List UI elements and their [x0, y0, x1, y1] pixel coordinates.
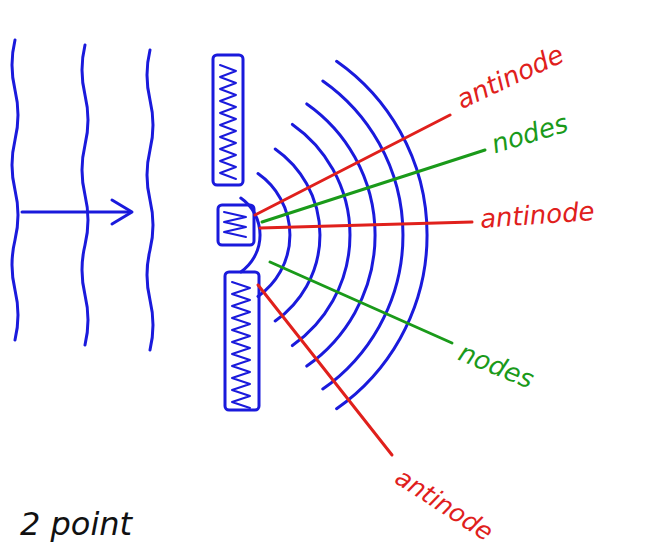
barrier [218, 205, 254, 245]
wave-arc [275, 149, 320, 321]
wave-arc [337, 61, 427, 408]
barrier-hatch [224, 212, 246, 237]
diffracted-wave [241, 61, 427, 408]
node-line [270, 262, 452, 343]
wave-front [82, 45, 88, 345]
nodes-label: nodes [455, 339, 537, 392]
antinode-label: antinode [479, 198, 595, 232]
barrier [225, 272, 259, 410]
wave-front [12, 40, 18, 340]
antinode-line [255, 115, 450, 215]
wave-arc [307, 104, 375, 366]
antinode-line [258, 285, 392, 455]
wave-arc [258, 174, 290, 297]
antinode-label: antinode [391, 464, 497, 545]
barrier-hatch [220, 65, 236, 179]
arrow-head [112, 200, 132, 224]
note-text: 2 point [20, 508, 132, 540]
wave-front [147, 50, 153, 350]
barrier [213, 55, 243, 185]
direction-arrow [22, 211, 130, 214]
wave-arc [323, 81, 403, 389]
antinode-label: antinode [453, 41, 568, 113]
barrier-hatch [232, 282, 250, 408]
node-line [262, 150, 485, 222]
wave-arc [241, 198, 260, 272]
wave-arc [292, 124, 350, 345]
nodes-label: nodes [488, 110, 571, 158]
antinode-line [260, 222, 472, 228]
